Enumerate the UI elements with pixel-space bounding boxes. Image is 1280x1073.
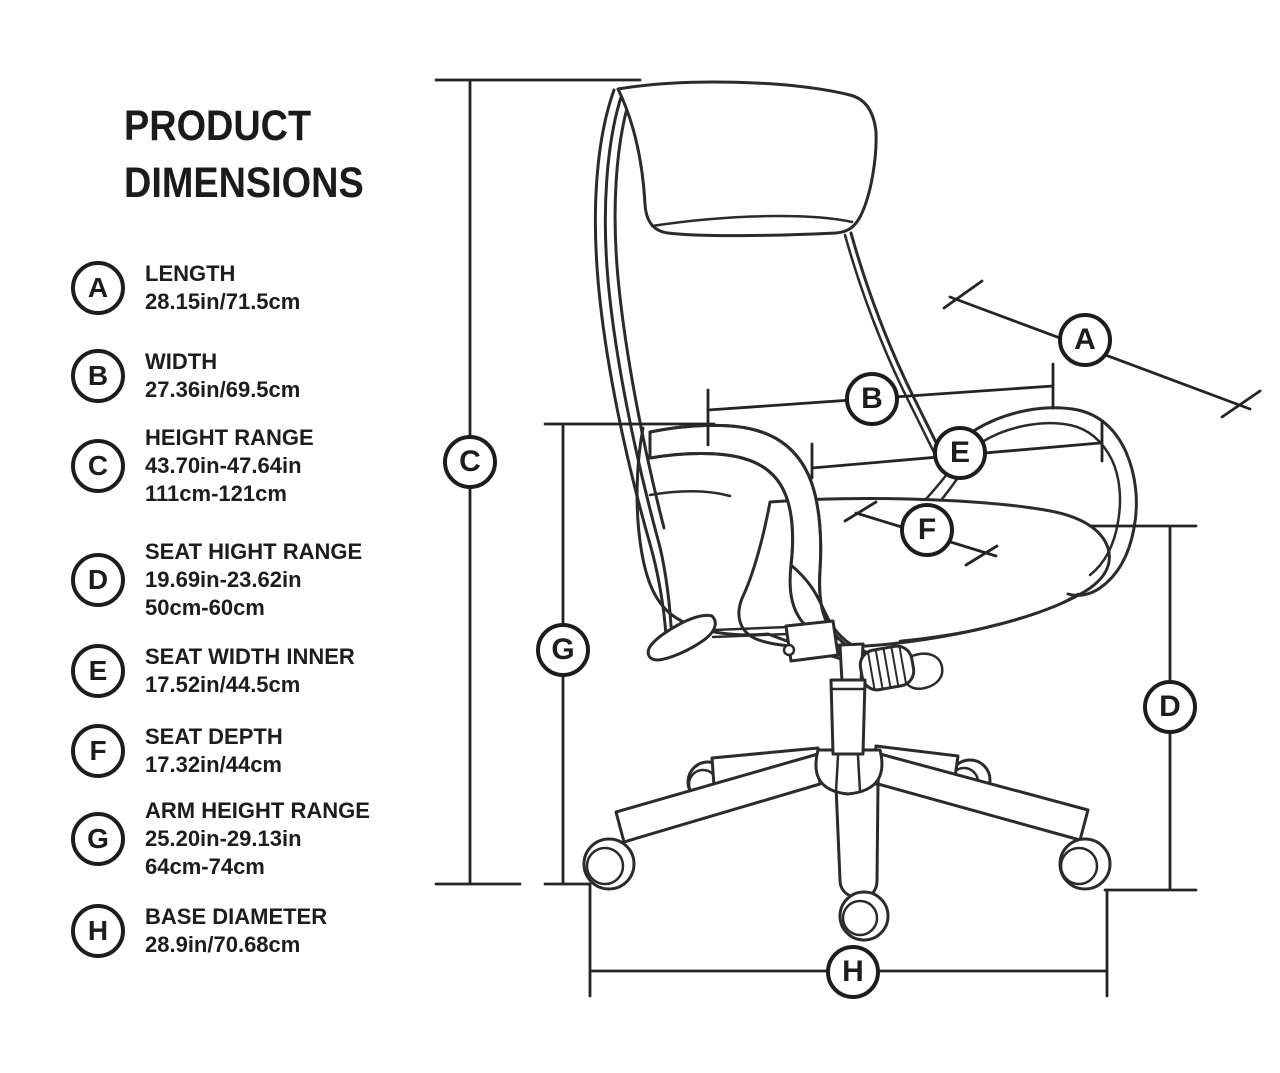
dimension-value: 19.69in-23.62in xyxy=(145,567,302,592)
chair-right-armrest xyxy=(973,406,1138,597)
dimension-text-h: BASE DIAMETER 28.9in/70.68cm xyxy=(145,903,327,959)
dimension-item-b: B WIDTH 27.36in/69.5cm xyxy=(71,348,300,404)
dimension-text-b: WIDTH 27.36in/69.5cm xyxy=(145,348,300,404)
tilt-lever xyxy=(646,614,717,662)
adjustment-knob xyxy=(858,644,916,692)
dimension-badge-a: A xyxy=(71,261,125,315)
dimension-label: ARM HEIGHT RANGE xyxy=(145,798,370,823)
dimension-text-e: SEAT WIDTH INNER 17.52in/44.5cm xyxy=(145,643,355,699)
chair-seat xyxy=(737,497,1111,650)
dimension-item-f: F SEAT DEPTH 17.32in/44cm xyxy=(71,723,283,779)
dimension-text-f: SEAT DEPTH 17.32in/44cm xyxy=(145,723,283,779)
dimension-item-d: D SEAT HIGHT RANGE 19.69in-23.62in 50cm-… xyxy=(71,538,362,622)
dimension-badge-g: G xyxy=(71,812,125,866)
diagram-badge-b: B xyxy=(845,372,899,426)
diagram-badge-e: E xyxy=(933,426,987,480)
dimension-value: 17.32in/44cm xyxy=(145,752,282,777)
chair-base xyxy=(582,678,1112,942)
page-title-line1: PRODUCT xyxy=(124,102,312,150)
dimension-label: HEIGHT RANGE xyxy=(145,425,314,450)
dimension-label: BASE DIAMETER xyxy=(145,904,328,929)
dimension-badge-e: E xyxy=(71,644,125,698)
dimension-value: 28.9in/70.68cm xyxy=(145,932,301,957)
diagram-badge-h: H xyxy=(826,945,880,999)
dimension-value: 25.20in-29.13in xyxy=(145,826,302,851)
dimension-text-a: LENGTH 28.15in/71.5cm xyxy=(145,260,300,316)
diagram-badge-d: D xyxy=(1143,680,1197,734)
dimension-label: SEAT DEPTH xyxy=(145,724,283,749)
diagram-badge-a: A xyxy=(1058,313,1112,367)
page-title: PRODUCT DIMENSIONS xyxy=(124,98,364,212)
dimension-value: 50cm-60cm xyxy=(145,595,265,620)
dimension-item-e: E SEAT WIDTH INNER 17.52in/44.5cm xyxy=(71,643,355,699)
dimension-text-c: HEIGHT RANGE 43.70in-47.64in 111cm-121cm xyxy=(145,424,314,508)
dimension-value: 64cm-74cm xyxy=(145,854,265,879)
dimension-text-g: ARM HEIGHT RANGE 25.20in-29.13in 64cm-74… xyxy=(145,797,370,881)
dimension-badge-d: D xyxy=(71,553,125,607)
dimension-item-g: G ARM HEIGHT RANGE 25.20in-29.13in 64cm-… xyxy=(71,797,370,881)
dimension-item-a: A LENGTH 28.15in/71.5cm xyxy=(71,260,300,316)
dimension-badge-c: C xyxy=(71,439,125,493)
chair-headrest xyxy=(616,80,878,238)
dimension-badge-h: H xyxy=(71,904,125,958)
dimension-label: WIDTH xyxy=(145,349,218,374)
dimension-label: SEAT WIDTH INNER xyxy=(145,644,355,669)
dimension-value: 43.70in-47.64in xyxy=(145,453,302,478)
dimension-value: 17.52in/44.5cm xyxy=(145,672,301,697)
dimension-badge-f: F xyxy=(71,724,125,778)
dimension-item-h: H BASE DIAMETER 28.9in/70.68cm xyxy=(71,903,327,959)
dimension-badge-b: B xyxy=(71,349,125,403)
chair-back-frame xyxy=(593,88,673,638)
dimension-value: 27.36in/69.5cm xyxy=(145,377,301,402)
dimension-text-d: SEAT HIGHT RANGE 19.69in-23.62in 50cm-60… xyxy=(145,538,362,622)
diagram-badge-f: F xyxy=(900,503,954,557)
dimension-label: LENGTH xyxy=(145,261,236,286)
diagram-badge-g: G xyxy=(536,623,590,677)
dimension-value: 111cm-121cm xyxy=(145,481,287,506)
diagram-badge-c: C xyxy=(443,435,497,489)
page-title-line2: DIMENSIONS xyxy=(124,159,364,207)
dimension-item-c: C HEIGHT RANGE 43.70in-47.64in 111cm-121… xyxy=(71,424,314,508)
dimension-value: 28.15in/71.5cm xyxy=(145,289,301,314)
dimension-label: SEAT HIGHT RANGE xyxy=(145,539,363,564)
